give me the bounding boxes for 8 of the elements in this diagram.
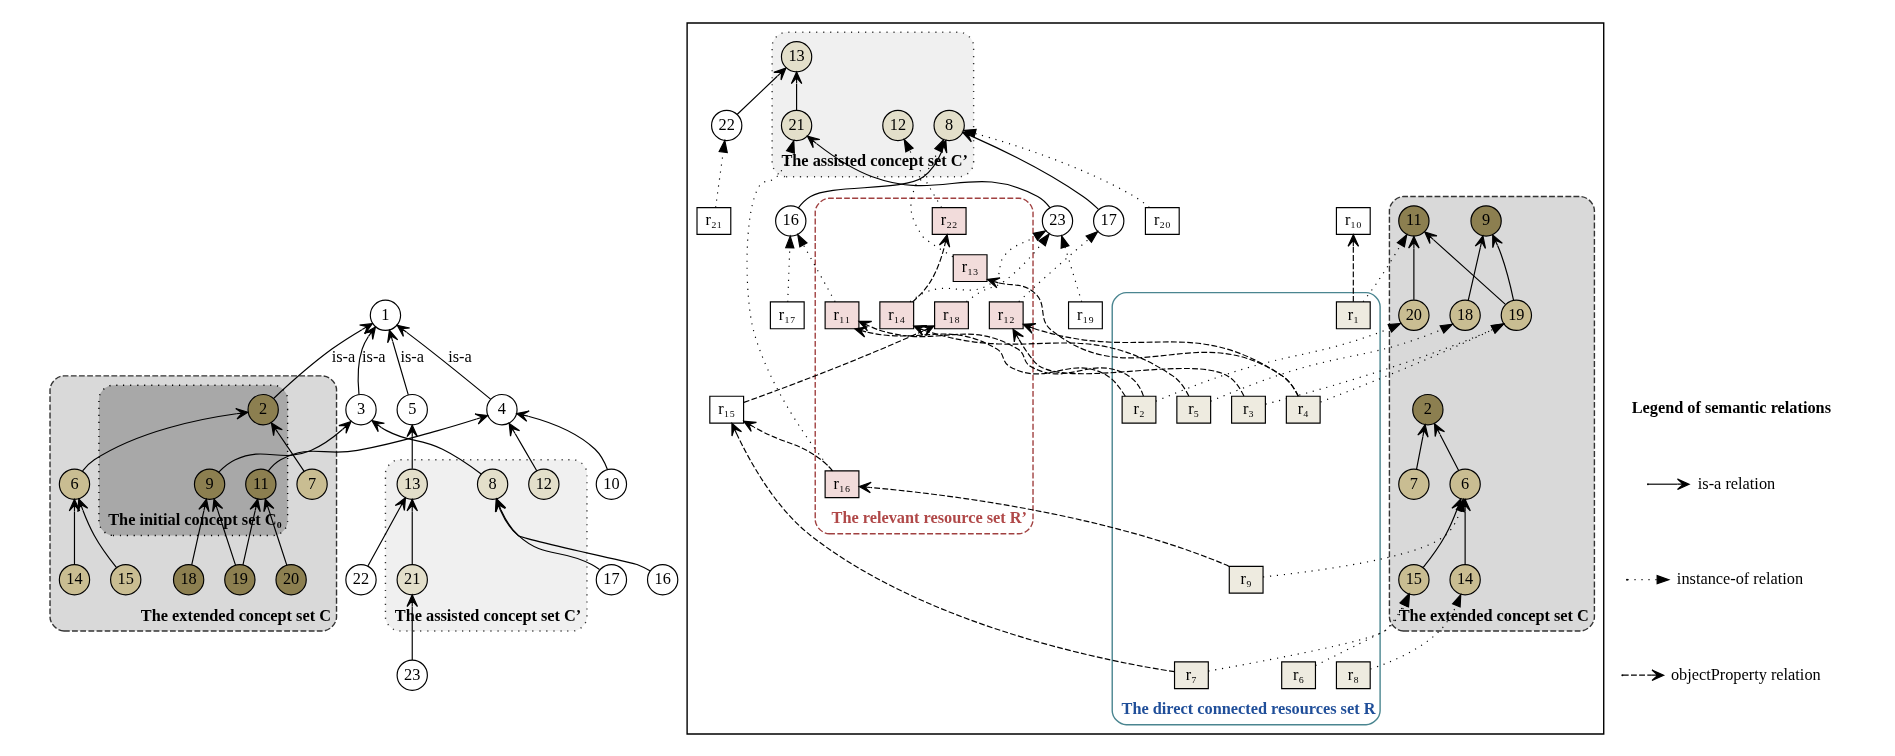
label: Legend of semantic relations <box>1631 397 1831 417</box>
edge-label: is-a <box>361 346 386 366</box>
legend-label: instance-of relation <box>1676 568 1803 588</box>
legend-label: objectProperty relation <box>1670 664 1821 684</box>
legend-label: is-a relation <box>1697 473 1775 493</box>
edge-label: is-a <box>447 346 472 366</box>
edge-label: is-a <box>331 346 355 366</box>
edge-label: is-a <box>399 346 424 366</box>
